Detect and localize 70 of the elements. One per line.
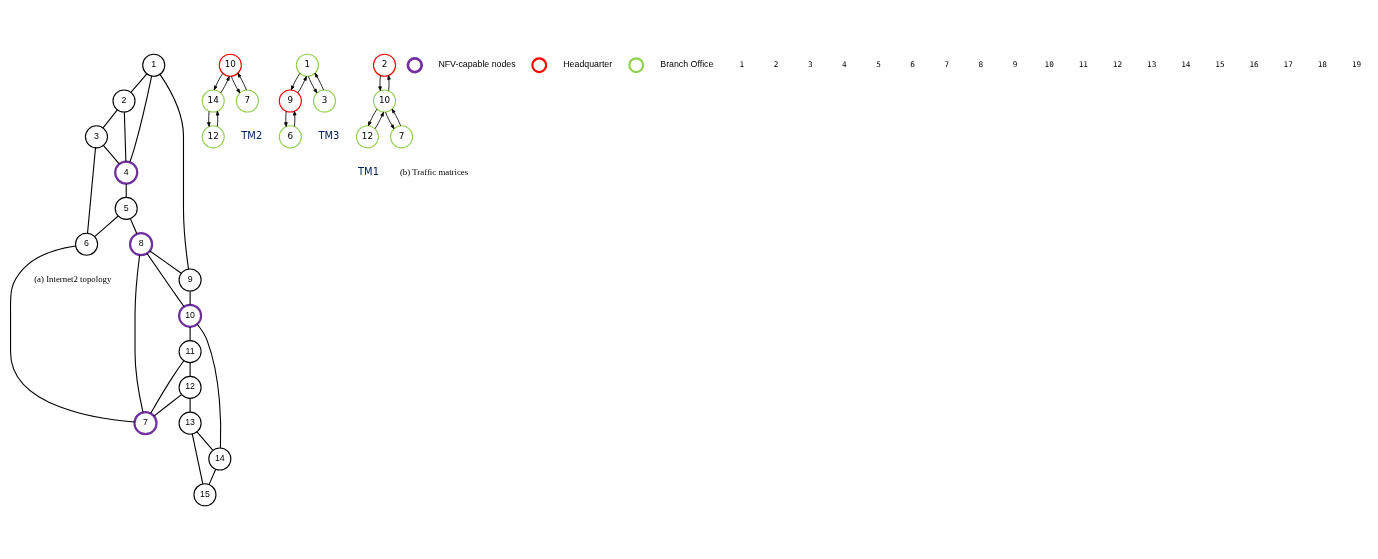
label: TM1 <box>358 165 379 177</box>
arrow <box>307 75 318 93</box>
legend-label: NFV-capable nodes <box>438 58 516 69</box>
label: (b) Traffic matrices <box>399 166 469 177</box>
connector <box>9 244 135 423</box>
connector <box>153 393 183 417</box>
label: TM2 <box>241 129 263 141</box>
node-circle: 10 <box>178 303 203 328</box>
arrow <box>215 110 220 127</box>
connector <box>94 214 119 237</box>
legend-label: Branch Office <box>660 58 714 69</box>
connector <box>189 290 191 305</box>
node-circle: 12 <box>355 124 379 148</box>
connector <box>123 111 127 162</box>
connector <box>102 108 118 128</box>
node-circle: 12 <box>178 375 202 399</box>
arrow <box>230 75 241 93</box>
connector <box>130 72 148 93</box>
node-circle: 4 <box>114 160 139 185</box>
label: TM3 <box>318 129 340 141</box>
connector <box>189 397 191 413</box>
legend-label: Headquarter <box>563 58 613 69</box>
arrow <box>368 108 378 126</box>
connector <box>129 75 153 163</box>
connector <box>208 468 217 485</box>
arrow <box>385 111 395 129</box>
node-circle: 3 <box>84 124 109 148</box>
node-circle: 6 <box>278 124 302 148</box>
node-circle: 7 <box>133 410 158 435</box>
node-circle: 5 <box>114 196 138 220</box>
connector <box>87 146 97 234</box>
connector <box>146 252 185 307</box>
arrow <box>387 74 391 91</box>
arrow <box>391 108 401 126</box>
node-circle: 8 <box>128 231 154 256</box>
node-circle: 13 <box>178 411 202 435</box>
node-circle: 15 <box>193 482 217 506</box>
node-circle: 14 <box>201 88 225 113</box>
arrow <box>378 74 382 91</box>
connector <box>196 323 222 448</box>
node-circle: 9 <box>278 88 302 113</box>
node-circle: 2 <box>112 88 136 113</box>
connector <box>196 430 214 451</box>
node-circle: 2 <box>372 53 397 77</box>
label: (a) Internet2 topology <box>34 273 112 284</box>
connector <box>159 73 190 270</box>
node-circle: 14 <box>208 446 232 471</box>
node-circle: 11 <box>178 339 202 363</box>
connector <box>134 254 144 413</box>
node-circle: 1 <box>142 53 166 77</box>
arrow <box>290 72 301 90</box>
connector <box>129 217 138 234</box>
arrow <box>374 111 384 129</box>
connector <box>189 325 191 341</box>
arrow <box>284 110 288 127</box>
arrow <box>314 72 324 90</box>
arrow <box>237 72 247 90</box>
connector <box>102 144 120 164</box>
arrow <box>207 110 211 127</box>
connector <box>150 359 185 414</box>
node-circle: 6 <box>75 232 99 256</box>
arrow <box>220 75 230 93</box>
connector <box>189 361 191 377</box>
connector <box>149 249 182 274</box>
connector <box>191 432 204 485</box>
arrow <box>297 75 307 93</box>
arrow <box>293 110 297 127</box>
arrow <box>213 72 224 90</box>
node-circle: 12 <box>201 124 225 148</box>
node-circle: 9 <box>178 267 202 292</box>
